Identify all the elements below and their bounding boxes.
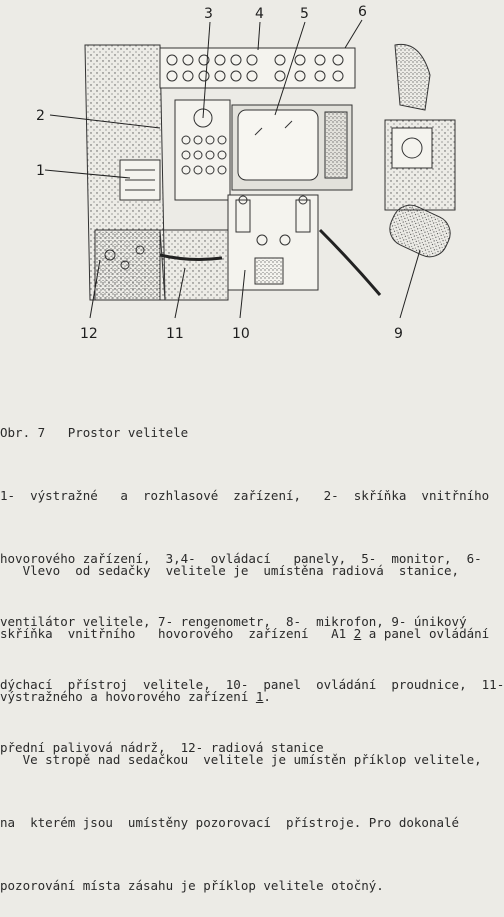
text-run: . — [263, 689, 271, 704]
caption-line: přední palivová nádrž, 12- radiová stani… — [0, 740, 324, 755]
text-run: a panel ovládání — [361, 626, 490, 641]
callout-12: 12 — [80, 326, 98, 342]
text-run: skříňka vnitřního hovorového zařízení A1 — [0, 626, 354, 641]
paragraph-line: Vlevo od sedačky velitele je umístěna ra… — [0, 563, 460, 578]
paragraph-line: Ve stropě nad sedačkou velitele je umíst… — [0, 752, 482, 767]
callout-10: 10 — [232, 326, 250, 342]
text-run: výstražného a hovorového zařízení — [0, 689, 256, 704]
callout-11: 11 — [166, 326, 184, 342]
callout-3: 3 — [204, 6, 213, 22]
callout-1: 1 — [36, 163, 45, 179]
underlined-ref: 1 — [255, 689, 264, 704]
callout-2: 2 — [36, 108, 45, 124]
caption-line: 1- výstražné a rozhlasové zařízení, 2- s… — [0, 488, 490, 503]
callout-4: 4 — [255, 6, 264, 22]
callout-5: 5 — [300, 6, 309, 22]
caption-line: ventilátor velitele, 7- rengenometr, 8- … — [0, 614, 467, 629]
body-text: Vlevo od sedačky velitele je umístěna ra… — [0, 518, 489, 917]
commander-compartment-figure: 3 4 5 6 2 1 12 11 10 9 — [36, 4, 456, 342]
equipment-drawing — [84, 43, 456, 301]
paragraph-line: na kterém jsou umístěny pozorovací příst… — [0, 815, 460, 830]
callout-9: 9 — [394, 326, 403, 342]
caption-line: dýchací přístroj velitele, 10- panel ovl… — [0, 677, 504, 692]
callout-6: 6 — [358, 4, 367, 20]
caption-line: hovorového zařízení, 3,4- ovládací panel… — [0, 551, 482, 566]
paragraph-line: pozorování místa zásahu je příklop velit… — [0, 878, 384, 893]
paragraph-line: skříňka vnitřního hovorového zařízení A1… — [0, 623, 489, 644]
underlined-ref: 2 — [353, 626, 362, 641]
figure-caption: Obr. 7 Prostor velitele 1- výstražné a r… — [0, 380, 504, 779]
paragraph-line: výstražného a hovorového zařízení 1. — [0, 686, 480, 707]
caption-title: Obr. 7 Prostor velitele — [0, 425, 189, 440]
